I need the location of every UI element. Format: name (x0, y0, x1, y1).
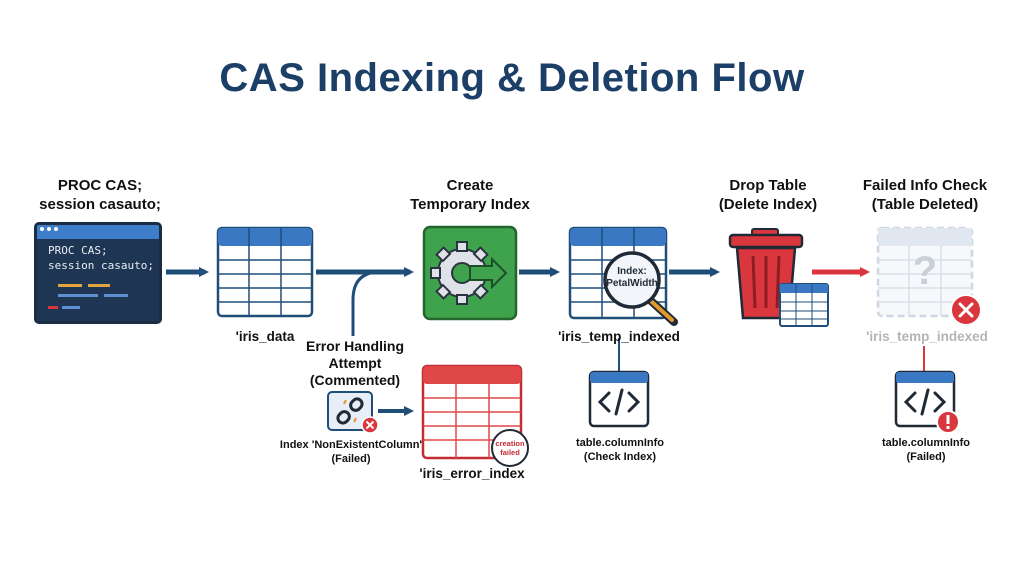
code-window-text: PROC CAS; session casauto; (48, 244, 154, 272)
warning-icon (936, 410, 960, 434)
deleted-table-caption: 'iris_temp_indexed (866, 329, 988, 344)
magnifier-text: Index: PetalWidth (606, 266, 658, 289)
code-window-titlebar (37, 225, 159, 239)
code-brackets-failed-icon (894, 370, 956, 428)
iris-data-caption: 'iris_data (235, 329, 295, 344)
page-title: CAS Indexing & Deletion Flow (219, 56, 805, 100)
magnifier-icon (603, 251, 678, 326)
creation-failed-stamp: creation failed (495, 439, 525, 457)
drop-table-label: Drop Table (Delete Index) (718, 177, 818, 213)
small-table-icon (779, 283, 829, 327)
error-branch-line (351, 270, 381, 336)
failed-info-label: Failed Info Check (Table Deleted) (862, 177, 988, 213)
code-brackets-icon (588, 370, 650, 428)
iris-error-index-table-icon (421, 364, 529, 467)
gear-icon (422, 225, 518, 321)
column-info-check-label: table.columnInfo (Check Index) (576, 437, 664, 463)
iris-temp-indexed-caption: 'iris_temp_indexed (558, 329, 680, 344)
error-x-icon (950, 294, 982, 326)
iris-error-index-caption: 'iris_error_index (419, 466, 525, 481)
broken-link-icon (327, 391, 379, 434)
create-index-label: Create Temporary Index (410, 177, 530, 213)
index-nonexistent-label: Index 'NonExistentColumn' (Failed) (279, 439, 423, 465)
column-info-failed-label: table.columnInfo (Failed) (882, 437, 970, 463)
error-handling-label: Error Handling Attempt (Commented) (305, 338, 404, 388)
iris-data-table-icon (216, 226, 314, 318)
code-window-decor (40, 227, 128, 309)
question-icon: ? (913, 249, 937, 293)
proc-cas-label: PROC CAS; session casauto; (39, 177, 161, 213)
